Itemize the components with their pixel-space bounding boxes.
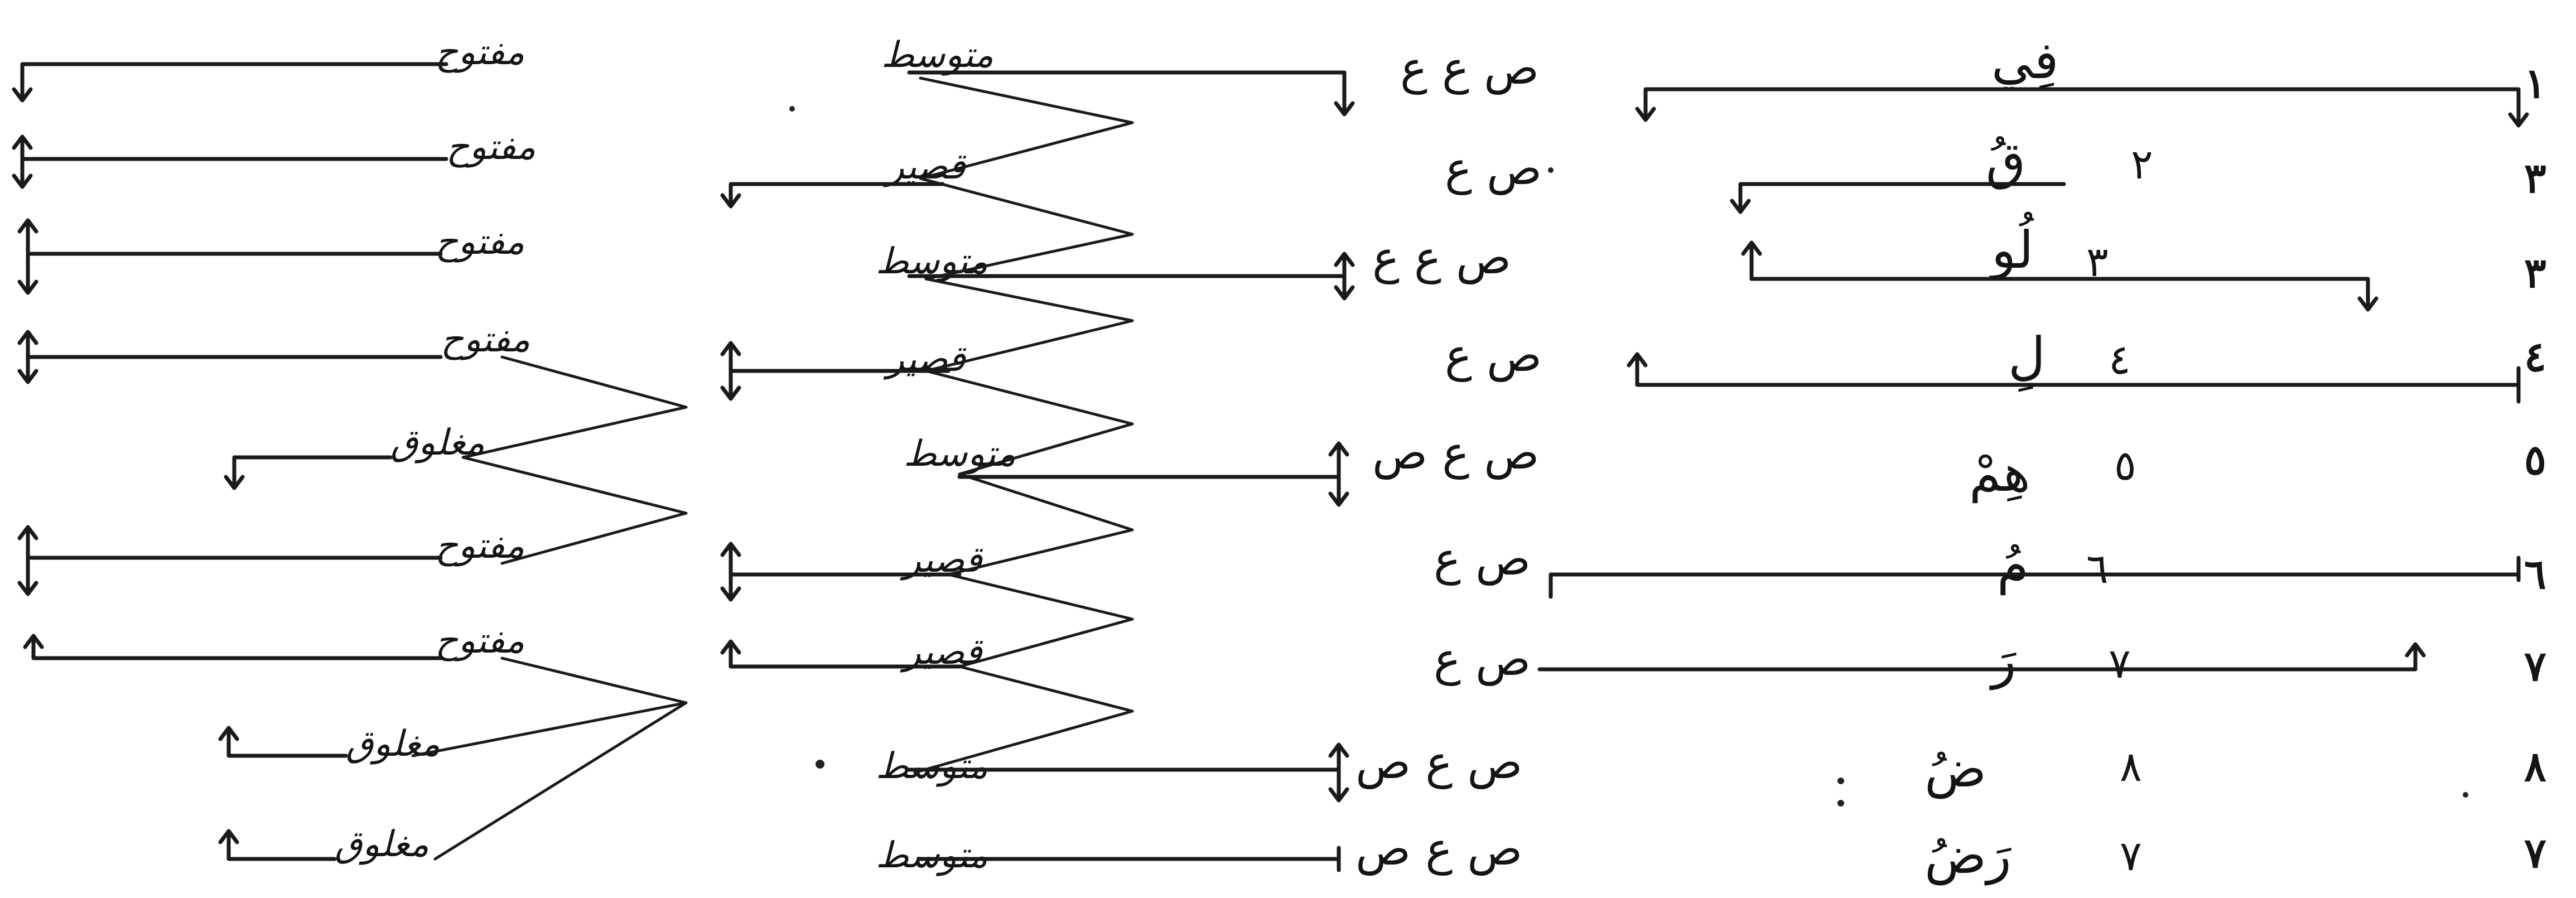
- mid-bracket-7: [720, 639, 962, 669]
- inner-number-7: ٧: [2109, 640, 2131, 688]
- pattern-8: ص ع ص: [1355, 736, 1522, 790]
- ink-dot: [789, 106, 795, 112]
- syllable-4: لِ: [2008, 326, 2046, 392]
- left-bracket-5: [224, 455, 393, 490]
- pattern-3: ص ع ع: [1372, 231, 1511, 285]
- type-4: مفتوح: [441, 319, 530, 360]
- type-2: مفتوح: [446, 127, 536, 168]
- syllable-7: رَ: [1989, 630, 2017, 691]
- mid-bracket-3: [907, 252, 1355, 301]
- pattern-2: ص ع: [1445, 142, 1542, 196]
- left-bracket-7: [23, 634, 443, 660]
- mid-bracket-8: [907, 742, 1349, 803]
- ink-dot: [1837, 800, 1844, 807]
- syllable-5: هِمْ: [1969, 443, 2030, 504]
- mid-bracket-4: [720, 341, 951, 401]
- ink-dot: [2463, 792, 2468, 798]
- pattern-4: ص ع: [1445, 329, 1542, 383]
- type-1: مفتوح: [435, 32, 524, 73]
- pattern-5: ص ع ص: [1372, 427, 1539, 480]
- middle-brackets: [720, 70, 1355, 872]
- ink-dot: [816, 760, 824, 769]
- syllable-1: فِي: [1991, 31, 2059, 90]
- left-bracket-1: [12, 62, 448, 103]
- mid-zigzag: [913, 76, 1134, 774]
- pattern-6: ص ع: [1434, 533, 1531, 586]
- left-bracket-2: [12, 134, 448, 189]
- type-7: مفتوح: [435, 620, 524, 662]
- pattern-7: ص ع: [1434, 633, 1531, 687]
- left-bracket-3: [17, 218, 443, 295]
- outer-number-5: ٥: [2524, 436, 2546, 484]
- length-2: قصير: [883, 146, 967, 187]
- outer-number-9: ٧: [2524, 829, 2546, 877]
- outer-number-3: ٣: [2524, 249, 2546, 297]
- bracket-row-4: [1627, 352, 2521, 404]
- left-bracket-9: [218, 829, 337, 861]
- outer-number-2: ٣: [2524, 155, 2546, 202]
- bracket-row-2: [1730, 182, 2066, 214]
- outer-number-7: ٧: [2524, 643, 2546, 691]
- mid-bracket-1: [907, 70, 1355, 117]
- mid-bracket-2: [720, 182, 945, 209]
- inner-number-5: ٥: [2114, 442, 2136, 490]
- mid-bracket-6: [720, 542, 962, 602]
- patterns: ص ع ع ص ع ص ع ع ص ع ص ع ص ص ع ص ع ص ع ص …: [1355, 42, 1542, 876]
- type-8: مغلوق: [346, 723, 440, 765]
- length-9: متوسط: [876, 835, 988, 876]
- pattern-9: ص ع ص: [1355, 823, 1522, 876]
- syllable-6: مُ: [1997, 535, 2029, 596]
- outer-numbers: ١ ٣ ٣ ٤ ٥ ٦ ٧ ٨ ٧: [2524, 60, 2546, 877]
- bracket-row-1: [1635, 87, 2529, 128]
- syllable-3: لُو: [1989, 211, 2034, 281]
- syllables: فِي قُ لُو لِ هِمْ مُ رَ ضُ رَضُ: [1924, 31, 2059, 886]
- type-3: مفتوح: [435, 221, 524, 263]
- outer-number-4: ٤: [2524, 333, 2546, 381]
- type-labels: مفتوح مفتوح مفتوح مفتوح مغلوق مفتوح مفتو…: [335, 32, 536, 865]
- ink-dot: [1548, 167, 1554, 173]
- right-brackets: [1537, 87, 2529, 672]
- left-bracket-4: [17, 330, 443, 384]
- type-6: مفتوح: [435, 525, 524, 567]
- length-4: قصير: [883, 339, 967, 380]
- bracket-row-3: [1741, 240, 2379, 312]
- inner-number-6: ٦: [2086, 545, 2109, 593]
- inner-number-9: ٧: [2120, 832, 2142, 880]
- bracket-row-7: [1537, 642, 2426, 672]
- outer-number-8: ٨: [2524, 743, 2546, 791]
- bracket-row-6: [1549, 556, 2521, 599]
- left-brackets: [12, 62, 688, 861]
- ink-dot: [1837, 778, 1844, 784]
- inner-numbers: ٢ ٣ ٤ ٥ ٦ ٧ ٨ ٧: [2086, 141, 2153, 880]
- outer-number-1: ١: [2524, 60, 2546, 108]
- mid-bracket-5: [957, 441, 1349, 507]
- inner-number-4: ٤: [2109, 336, 2131, 384]
- left-bracket-6: [17, 525, 443, 596]
- syllable-8: ضُ: [1924, 739, 1986, 799]
- type-9: مغلوق: [335, 824, 429, 865]
- left-bracket-8: [218, 726, 348, 758]
- pattern-1: ص ع ع: [1400, 42, 1539, 95]
- length-5: متوسط: [904, 433, 1016, 475]
- type-5: مغلوق: [390, 422, 485, 464]
- inner-number-2: ٢: [2131, 141, 2153, 189]
- syllable-9: رَضُ: [1924, 825, 2012, 886]
- length-1: متوسط: [881, 35, 993, 76]
- inner-number-8: ٨: [2120, 743, 2142, 791]
- mid-bracket-9: [918, 846, 1341, 872]
- left-zigzag: [411, 355, 688, 861]
- outer-number-6: ٦: [2524, 551, 2546, 598]
- syllable-2: قُ: [1986, 131, 2025, 191]
- ink-marks: [789, 106, 2468, 807]
